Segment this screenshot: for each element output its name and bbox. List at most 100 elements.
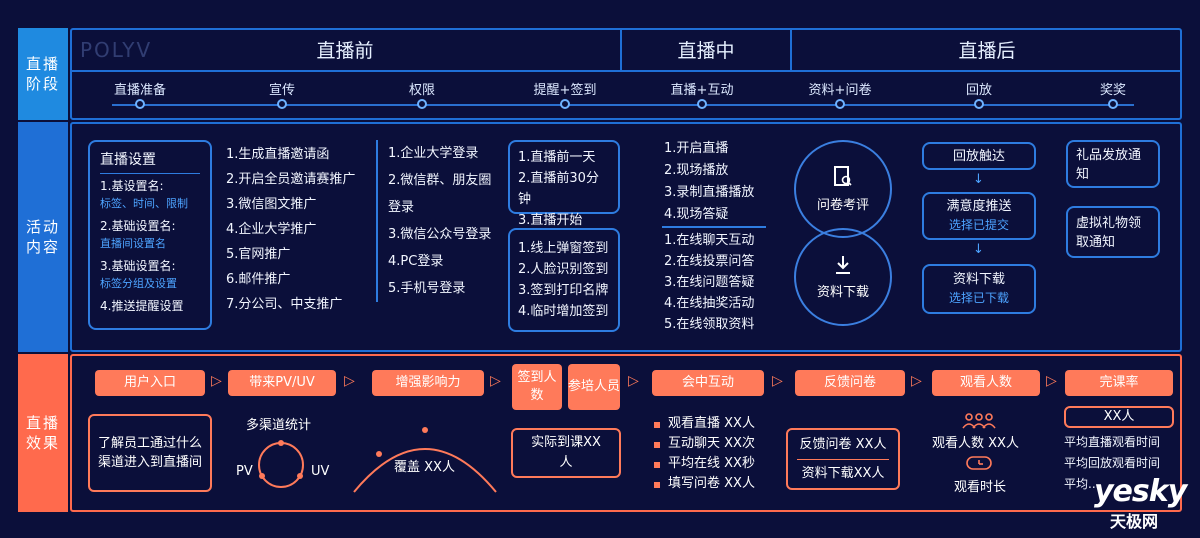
stage-dot — [974, 99, 984, 109]
interaction-item: 观看直播 XX人 — [654, 414, 774, 434]
checkin-item: 2.人脸识别签到 — [518, 262, 609, 277]
permission-list: 1.企业大学登录 2.微信群、朋友圈 登录 3.微信公众号登录 4.PC登录 5… — [376, 140, 504, 302]
stage-dot — [135, 99, 145, 109]
metric-influence: 增强影响力 — [372, 370, 484, 396]
interact-list: 1.在线聊天互动 2.在线投票问答 3.在线问题答疑 4.在线抽奖活动 5.在线… — [664, 230, 774, 335]
pv-label: PV — [236, 464, 253, 479]
checkin-box: 1.线上弹窗签到 2.人脸识别签到 3.签到打印名牌 4.临时增加签到 — [508, 228, 620, 332]
interaction-item: 互动聊天 XX次 — [654, 434, 774, 454]
completion-value-box: XX人 — [1064, 406, 1174, 428]
brand-subtitle: 天极网 — [1110, 512, 1159, 531]
promo-item: 1.生成直播邀请函 — [226, 147, 330, 162]
stage-dot — [560, 99, 570, 109]
feedback-item: 反馈问卷 XX人 — [799, 436, 887, 452]
settings-hint: 直播间设置名 — [100, 237, 166, 250]
promo-item: 6.邮件推广 — [226, 272, 291, 287]
live-item: 3.录制直播播放 — [664, 185, 755, 200]
arrow-right-icon: ▷ — [1046, 373, 1057, 389]
people-icon — [962, 413, 996, 429]
stage-label: 直播+互动 — [670, 83, 734, 98]
completion-line: 平均直播观看时间 — [1064, 435, 1161, 449]
settings-hint: 标签分组及设置 — [100, 277, 177, 290]
reach-arc-icon — [353, 427, 497, 493]
promo-item: 5.官网推广 — [226, 247, 291, 262]
header-during: 直播中 — [677, 39, 735, 62]
completion-line: 平均... — [1064, 477, 1100, 491]
metric-interaction: 会中互动 — [652, 370, 764, 396]
promo-item: 7.分公司、中支推广 — [226, 297, 343, 312]
live-list: 1.开启直播 2.现场播放 3.录制直播播放 4.现场答疑 — [664, 138, 774, 226]
arrow-right-icon: ▷ — [772, 373, 783, 389]
interaction-item: 填写问卷 XX人 — [654, 474, 774, 494]
settings-item: 1.基设置名: — [100, 179, 164, 193]
promo-item: 3.微信图文推广 — [226, 197, 317, 212]
flow-arrow-down-icon: ↓ — [973, 172, 984, 187]
live-item: 1.开启直播 — [664, 141, 729, 156]
watch-duration-label: 观看时长 — [954, 480, 1007, 495]
download-label: 资料下载 — [816, 284, 869, 300]
activity-panel — [70, 122, 1182, 352]
feedback-divider — [797, 458, 889, 460]
survey-doc-icon — [834, 165, 852, 186]
interaction-item: 平均在线 XX秒 — [654, 454, 774, 474]
settings-title: 直播设置 — [100, 152, 200, 174]
permission-item: 2.微信群、朋友圈 — [388, 173, 492, 188]
feedback-item: 资料下载XX人 — [801, 465, 885, 481]
permission-item: 1.企业大学登录 — [388, 146, 479, 161]
settings-item: 4.推送提醒设置 — [100, 299, 184, 313]
checkin-item: 3.签到打印名牌 — [518, 283, 609, 298]
arrow-right-icon: ▷ — [490, 373, 501, 389]
stage-label: 资料+问卷 — [808, 83, 872, 98]
stage-label: 直播准备 — [113, 83, 167, 98]
flow-arrow-down-icon: ↓ — [973, 242, 984, 257]
stage-label: 提醒+签到 — [533, 83, 597, 98]
download-icon — [836, 255, 850, 274]
stage-timeline — [112, 104, 1134, 106]
satisfaction-hint: 选择已提交 — [948, 218, 1009, 232]
gift-notice-box: 礼品发放通知 — [1066, 140, 1160, 188]
metric-viewers: 观看人数 — [932, 370, 1040, 396]
material-box: 资料下载 选择已下载 — [922, 264, 1036, 314]
permission-item: 3.微信公众号登录 — [388, 227, 492, 242]
settings-item: 3.基础设置名: — [100, 259, 176, 273]
multichannel-label: 多渠道统计 — [246, 418, 312, 433]
satisfaction-box: 满意度推送 选择已提交 — [922, 192, 1036, 240]
stage-label: 回放 — [965, 83, 993, 98]
header-bottom-line — [70, 70, 1182, 72]
metric-feedback: 反馈问卷 — [795, 370, 905, 396]
interact-item: 3.在线问题答疑 — [664, 275, 755, 290]
stage-label: 权限 — [408, 83, 436, 98]
stage-label: 宣传 — [268, 83, 296, 98]
completion-lines: 平均直播观看时间 平均回放观看时间 平均... — [1064, 432, 1180, 495]
promo-list: 1.生成直播邀请函 2.开启全员邀请赛推广 3.微信图文推广 4.企业大学推广 … — [226, 142, 386, 317]
live-item: 4.现场答疑 — [664, 207, 729, 222]
header-before: 直播前 — [316, 39, 374, 62]
replay-reach-box: 回放触达 — [922, 142, 1036, 170]
checkin-item: 1.线上弹窗签到 — [518, 241, 609, 256]
completion-line: 平均回放观看时间 — [1064, 456, 1161, 470]
metric-pvuv: 带来PV/UV — [228, 370, 336, 396]
interact-item: 1.在线聊天互动 — [664, 233, 755, 248]
entry-channel-box: 了解员工通过什么渠道进入到直播间 — [88, 414, 212, 492]
survey-label: 问卷考评 — [816, 197, 869, 213]
activity-side-label: 活动内容 — [18, 122, 68, 352]
live-item: 2.现场播放 — [664, 163, 729, 178]
metric-participants: 参培人员 — [568, 364, 620, 410]
stage-dot — [835, 99, 845, 109]
effect-side-label: 直播效果 — [18, 354, 68, 512]
remind-item: 1.直播前一天 — [518, 150, 596, 165]
arrow-right-icon: ▷ — [911, 373, 922, 389]
arrow-right-icon: ▷ — [628, 373, 639, 389]
stage-side-label: 直播阶段 — [18, 28, 68, 120]
effect-panel — [70, 354, 1182, 512]
attendance-box: 实际到课XX人 — [511, 428, 621, 478]
stage-dot — [1108, 99, 1118, 109]
arrow-right-icon: ▷ — [211, 373, 222, 389]
virtual-gift-box: 虚拟礼物领取通知 — [1066, 206, 1160, 258]
settings-hint: 标签、时间、限制 — [100, 197, 188, 210]
permission-item: 4.PC登录 — [388, 254, 444, 269]
header-after: 直播后 — [958, 39, 1016, 62]
viewers-count-label: 观看人数 XX人 — [932, 436, 1019, 451]
live-divider — [662, 226, 766, 228]
survey-circle: 问卷考评 — [794, 140, 892, 238]
